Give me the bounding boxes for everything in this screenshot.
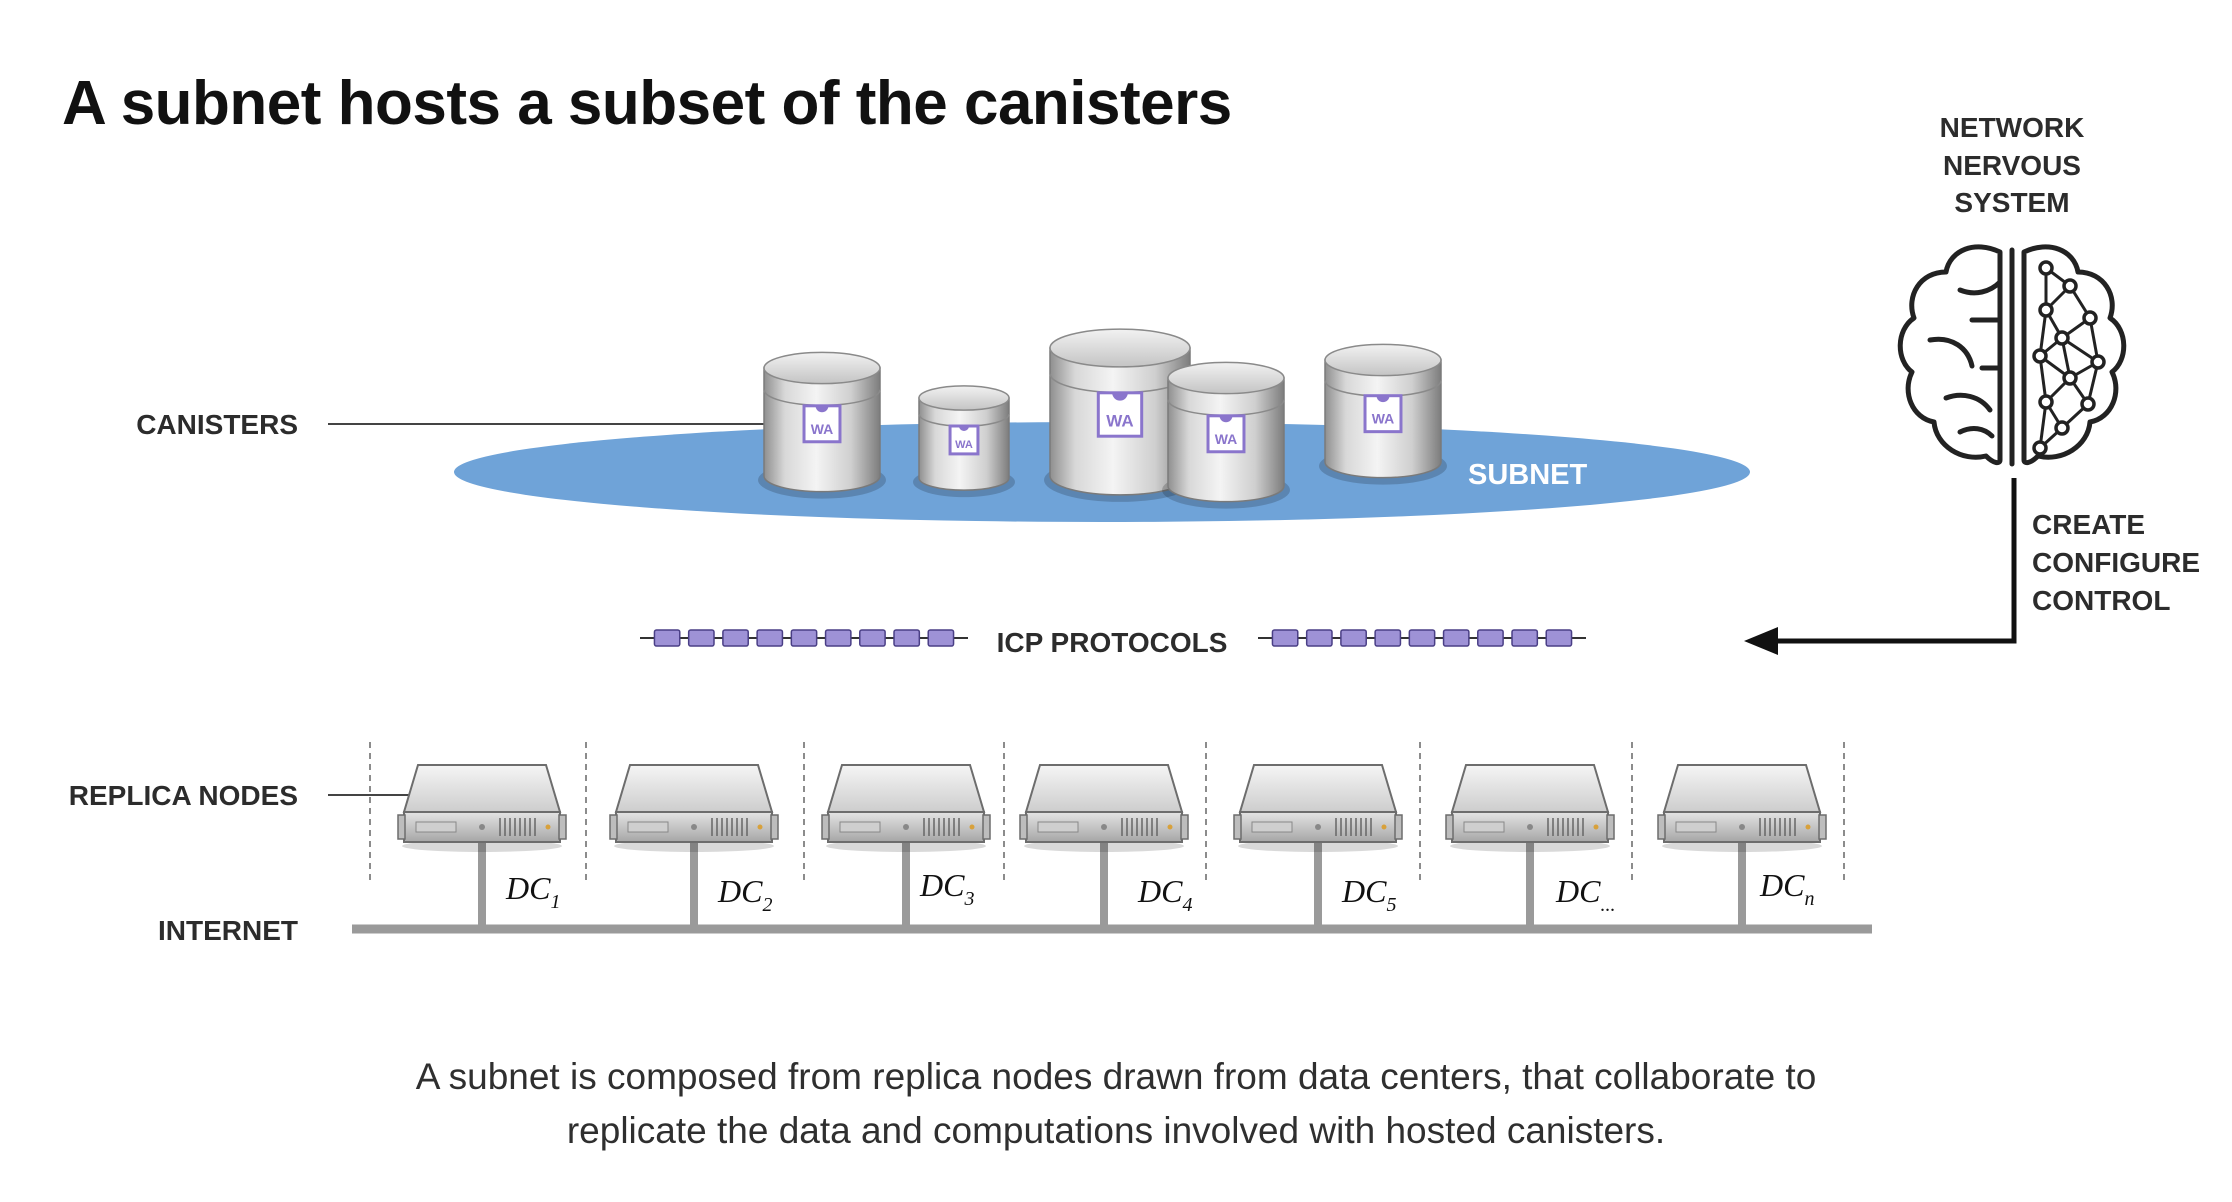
protocol-block [1408, 629, 1436, 647]
protocol-block [756, 629, 784, 647]
dc-label-base: DC [1759, 867, 1805, 903]
protocol-block [1305, 629, 1333, 647]
wasm-badge: WA [1206, 414, 1246, 454]
rack-server-icon [609, 764, 779, 929]
brain-network-icon [1897, 244, 2127, 467]
dc-label-subscript: 2 [762, 894, 772, 916]
wasm-badge-label: WA [1215, 431, 1238, 447]
nns-line-1: NETWORK [1940, 112, 2085, 143]
protocol-block [790, 629, 818, 647]
dc-label-base: DC [717, 873, 763, 909]
caption-line-2: replicate the data and computations invo… [566, 1110, 1666, 1151]
protocol-block [1340, 629, 1367, 647]
dc-label-base: DC [1341, 873, 1387, 909]
canister-icon: WA [913, 385, 1015, 498]
caption: A subnet is composed from replica nodes … [0, 1050, 2232, 1158]
rack-server-icon [1019, 764, 1189, 929]
wasm-badge-label: WA [955, 439, 973, 451]
dc-label: DC3 [919, 867, 974, 910]
protocol-block [1442, 629, 1470, 647]
dc-label: DCn [1759, 867, 1814, 910]
subnet-label: SUBNET [1468, 459, 1588, 491]
dc-label-base: DC [1137, 873, 1183, 909]
dc-label-subscript: 4 [1182, 894, 1192, 916]
dc-label-base: DC [919, 867, 965, 903]
dc-label-base: DC [505, 870, 551, 906]
wasm-badge-label: WA [1372, 411, 1395, 427]
rack-server-icon [1445, 764, 1615, 929]
dc-label: DC5 [1341, 873, 1396, 916]
protocol-block [1374, 629, 1402, 647]
protocol-block [893, 629, 921, 647]
replica-nodes-label: REPLICA NODES [69, 780, 298, 811]
rack-server-icon [1233, 764, 1403, 929]
protocols-label: ICP PROTOCOLS [997, 627, 1228, 658]
canister-icon: WA [1162, 361, 1290, 509]
canister-icon: WA [758, 351, 886, 499]
protocol-block [1545, 629, 1573, 647]
dc-label: DC... [1555, 873, 1615, 916]
canisters-label: CANISTERS [136, 409, 298, 440]
dc-label-subscript: 3 [963, 888, 974, 910]
rack-server-icon [821, 764, 991, 929]
wasm-badge: WA [1096, 391, 1144, 438]
internet-label: INTERNET [158, 915, 298, 946]
protocol-block [722, 629, 749, 647]
dc-label-subscript: ... [1600, 894, 1615, 916]
dc-label-subscript: n [1804, 888, 1814, 910]
arrow-left-icon [1744, 627, 1778, 655]
protocol-block [1511, 629, 1539, 647]
rack-server-icon [1657, 764, 1827, 929]
protocol-chain-right [1258, 629, 1586, 647]
dc-label: DC4 [1137, 873, 1192, 916]
nns-action-configure: CONFIGURE [2032, 547, 2200, 578]
protocol-chain-left [640, 629, 968, 647]
protocol-block [824, 629, 852, 647]
protocol-block [859, 629, 886, 647]
rack-server-icon [397, 764, 567, 929]
canisters-group: WA WA WA WA WA [758, 328, 1447, 509]
protocol-block [1477, 629, 1504, 647]
page-title: A subnet hosts a subset of the canisters [62, 69, 1232, 138]
protocol-block [1271, 629, 1299, 647]
protocol-block [653, 629, 681, 647]
nns-line-3: SYSTEM [1954, 187, 2069, 218]
protocol-block [927, 629, 955, 647]
dc-label-subscript: 1 [550, 891, 560, 913]
dc-label: DC2 [717, 873, 772, 916]
dc-label: DC1 [505, 870, 560, 913]
protocol-block [687, 629, 715, 647]
caption-line-1: A subnet is composed from replica nodes … [415, 1056, 1817, 1097]
nns-action-create: CREATE [2032, 509, 2145, 540]
dc-label-subscript: 5 [1386, 894, 1396, 916]
wasm-badge: WA [1363, 394, 1403, 434]
canister-icon: WA [1044, 328, 1196, 502]
wasm-badge: WA [948, 424, 980, 456]
canister-icon: WA [1319, 343, 1447, 485]
control-arrow-line [1772, 478, 2017, 644]
nns-line-2: NERVOUS [1943, 150, 2081, 181]
nns-action-control: CONTROL [2032, 585, 2170, 616]
wasm-badge: WA [802, 404, 842, 444]
wasm-badge-label: WA [811, 421, 834, 437]
wasm-badge-label: WA [1106, 412, 1133, 431]
dc-label-base: DC [1555, 873, 1601, 909]
